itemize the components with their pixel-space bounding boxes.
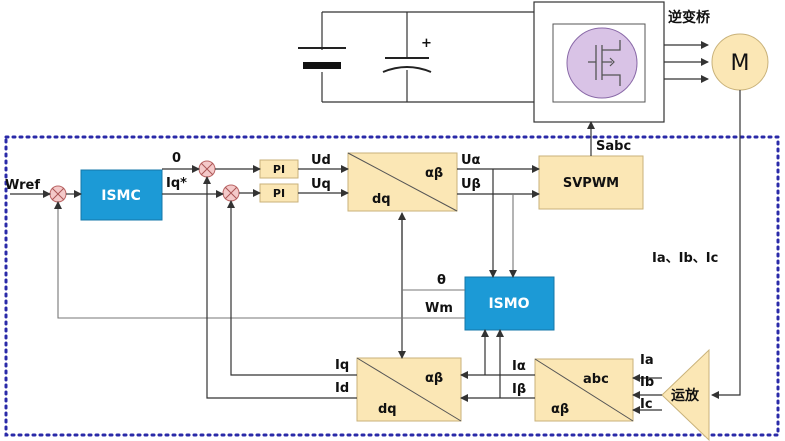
park-top-label: αβ [425,371,443,386]
power-stage: + 逆变桥 M [298,1,769,123]
battery-plate [303,62,341,69]
u-alpha-label: Uα [461,153,481,168]
inverse-park-bottom-label: dq [372,192,391,207]
sabc-label: Sabc [596,139,631,154]
svpwm-label: SVPWM [563,176,619,191]
inverter-label: 逆变桥 [668,9,711,26]
ib-label: Ib [640,375,654,390]
ia-label: Ia [640,353,654,368]
ismc-block [80,169,163,221]
amplifier-label: 运放 [671,387,700,404]
sum-junction-d [198,160,216,178]
clarke-top-label: abc [583,372,609,387]
capacitor-plus-label: + [421,36,432,51]
theta-label: θ [437,273,446,288]
i-alpha-label: Iα [512,359,526,374]
wm-label: Wm [425,301,453,316]
svpwm-block [538,155,644,210]
amplifier-block [661,348,710,441]
ic-label: Ic [640,397,653,412]
sum-junction-speed [49,185,67,203]
ismo-label: ISMO [488,296,529,312]
clarke-bottom-label: αβ [551,402,569,417]
i-abc-label: Ia、Ib、Ic [652,251,718,266]
iq-label: Iq [335,358,349,373]
i-beta-label: Iβ [512,382,526,397]
u-beta-label: Uβ [461,177,481,192]
inverse-park-top-label: αβ [425,166,443,181]
wref-label: Wref [5,178,40,193]
zero-label: 0 [172,151,181,166]
id-label: Id [335,381,349,396]
ud-label: Ud [311,153,331,168]
pi-q-label: PI [273,187,285,200]
motor-label: M [731,51,750,76]
pi-d-label: PI [273,163,285,176]
iq-star-label: Iq* [166,176,187,191]
inverter-inner-box [552,23,646,103]
sum-junction-q [222,184,240,202]
uq-label: Uq [311,177,331,192]
ismo-block [464,276,555,331]
park-bottom-label: dq [378,402,397,417]
ismc-label: ISMC [101,188,141,204]
controller-boundary [4,135,780,437]
capacitor-curved-plate [382,66,432,73]
